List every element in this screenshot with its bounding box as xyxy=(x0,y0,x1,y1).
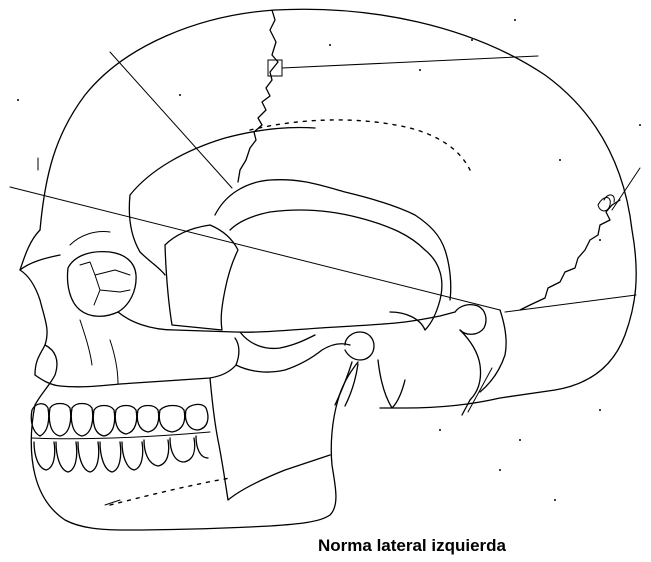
temporal-fossa xyxy=(230,210,442,330)
nasal-profile xyxy=(20,255,60,405)
reference-line-occipital xyxy=(612,168,640,210)
mandibular-condyle xyxy=(345,332,374,360)
mandibular-notch xyxy=(236,344,350,372)
mastoid-process xyxy=(378,330,481,408)
orbit-outline xyxy=(68,252,137,317)
greater-wing xyxy=(129,127,315,275)
reference-line-horizontal xyxy=(10,187,500,310)
upper-teeth xyxy=(31,404,208,437)
reference-line-frontal xyxy=(110,52,232,188)
external-acoustic-meatus xyxy=(455,305,486,335)
maxilla-outline xyxy=(35,338,239,387)
reference-line-vertex xyxy=(282,56,538,68)
squamous-suture xyxy=(215,180,451,300)
sphenoid-region xyxy=(165,225,238,330)
lambdoid-suture xyxy=(520,200,620,310)
lower-teeth xyxy=(34,436,208,472)
zygomatic-lower xyxy=(240,332,315,348)
coronal-suture xyxy=(238,10,278,182)
lambdoid-knots xyxy=(598,195,614,211)
zygomatic-arch xyxy=(118,312,455,332)
mandible-ramus xyxy=(210,378,330,500)
maxilla-inner xyxy=(80,320,118,384)
occipital-lower xyxy=(462,310,506,415)
orbit-inner xyxy=(80,262,130,305)
frontal-profile xyxy=(20,230,47,375)
figure-caption: Norma lateral izquierda xyxy=(318,536,506,556)
mylohyoid-line xyxy=(110,478,230,505)
reference-line-posterior xyxy=(505,295,636,312)
orbit-lacrimal xyxy=(70,232,110,245)
